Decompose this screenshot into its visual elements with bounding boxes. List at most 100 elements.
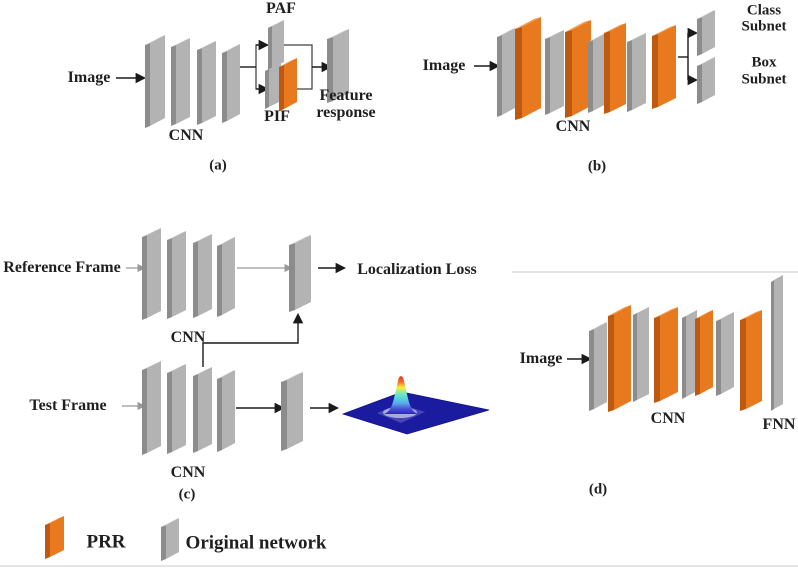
panel-a-prr-layer-6-face xyxy=(284,58,297,109)
panel-b-network-layer-2-top xyxy=(545,30,564,39)
panel-a-network-layer-2 xyxy=(197,41,216,125)
panel-b-network-layer-4-top xyxy=(588,33,606,42)
panel-a-network-layer-4-face xyxy=(272,20,284,68)
panel-b-network-layer-0-top xyxy=(497,28,515,37)
panel-a-network-layer-5-face xyxy=(269,63,281,107)
panel-a-network-layer-4-side xyxy=(268,26,272,70)
panel-a-network-layer-4 xyxy=(268,20,284,70)
panel-b-prr-layer-5-top xyxy=(604,23,626,33)
panel-c-network-layer-1-top xyxy=(167,231,186,240)
panel-a-network-layer-7-top xyxy=(327,29,349,39)
panel-d-network-layer-2-face xyxy=(637,307,649,400)
panel-c-network-layer-4 xyxy=(289,235,311,312)
panel-d-network-layer-8 xyxy=(771,275,783,411)
panel-b-prr-layer-3 xyxy=(565,20,591,118)
panel-c-network-layer-7-face xyxy=(198,367,212,451)
legend-swatch-prr xyxy=(45,516,64,559)
panel-a-network-layer-7 xyxy=(327,29,349,103)
panel-b-prr-layer-3-side xyxy=(565,30,572,118)
panel-d-prr-layer-3-side xyxy=(654,316,660,403)
panel-a-prr-layer-6 xyxy=(279,58,297,111)
panel-c-network-layer-9 xyxy=(281,372,303,451)
panel-b-network-layer-6-side xyxy=(627,40,632,112)
panel-c-network-layer-2-top xyxy=(193,234,212,243)
panel-a-prr-layer-6-top xyxy=(279,58,297,67)
panel-d-network-layer-4-top xyxy=(682,310,697,318)
panel-b-network-layer-9-side xyxy=(697,64,702,104)
panel-c-network-layer-4-face xyxy=(295,235,311,310)
panel-c-network-layer-8-face xyxy=(222,370,235,450)
panel-d-network-layer-8-face xyxy=(774,275,783,409)
panel-c-network-layer-6-side xyxy=(167,371,172,454)
panel-a-network-layer-3 xyxy=(222,44,240,123)
panel-d-prr-layer-5 xyxy=(695,310,713,396)
panel-d-network-layer-6 xyxy=(716,312,734,396)
panel-d-prr-layer-1-side xyxy=(608,314,614,412)
panel-c-network-layer-2-face xyxy=(198,234,212,316)
panel-d-prr-layer-7-top xyxy=(740,310,762,320)
panel-c-network-layer-1 xyxy=(167,231,186,319)
legend-swatch-prr-face xyxy=(50,516,64,557)
panel-b-network-layer-2-side xyxy=(545,37,550,115)
panel-c-network-layer-0 xyxy=(142,228,161,320)
panel-c-network-layer-4-side xyxy=(289,243,295,312)
panel-b-network-layer-6 xyxy=(627,33,646,112)
panel-b-prr-layer-3-top xyxy=(565,20,591,32)
panel-d-network-layer-6-top xyxy=(716,312,734,321)
legend-swatch-original-network-top xyxy=(161,518,179,527)
panel-a-network-layer-1-top xyxy=(171,38,190,47)
panel-d-network-layer-4-side xyxy=(682,316,686,399)
panel-b-network-layer-8 xyxy=(697,10,715,56)
panel-c-network-layer-9-face xyxy=(287,372,303,449)
panel-c-network-layer-2-side xyxy=(193,241,198,318)
panel-c-network-layer-3-side xyxy=(217,244,222,317)
panel-a-network-layer-3-face xyxy=(227,44,240,121)
panel-d-network-layer-2-side xyxy=(633,313,637,402)
panel-c-network-layer-6 xyxy=(167,364,186,454)
panel-a-prr-layer-6-side xyxy=(279,65,284,111)
panel-d-prr-layer-7-side xyxy=(740,318,746,411)
panel-a-network-layer-2-face xyxy=(202,41,216,123)
diagram-shapes xyxy=(0,10,798,567)
panel-b-prr-layer-7-side xyxy=(652,34,658,109)
panel-c-network-layer-8-top xyxy=(217,370,235,379)
panel-c-network-layer-3-face xyxy=(222,237,235,315)
panel-c-network-layer-9-top xyxy=(281,372,303,382)
panel-c-network-layer-7 xyxy=(193,367,212,453)
panel-b-network-layer-0 xyxy=(497,28,515,117)
panel-a-network-layer-0 xyxy=(145,35,165,128)
panel-b-network-layer-8-side xyxy=(697,17,702,56)
panel-c-network-layer-6-top xyxy=(167,364,186,373)
panel-b-network-layer-6-top xyxy=(627,33,646,42)
panel-a-network-layer-7-face xyxy=(333,29,349,101)
panel-d-network-layer-0-side xyxy=(589,329,594,411)
panel-c-network-layer-3-top xyxy=(217,237,235,246)
panel-b-prr-layer-1 xyxy=(515,17,541,120)
panel-c-network-layer-1-side xyxy=(167,238,172,319)
panel-b-network-layer-2 xyxy=(545,30,564,115)
legend-swatch-original-network-face xyxy=(166,518,179,559)
response-map-surface-plot xyxy=(341,376,490,435)
panel-c-network-layer-5 xyxy=(142,361,161,455)
panel-d-prr-layer-5-top xyxy=(695,310,713,319)
panel-d-prr-layer-7 xyxy=(740,310,762,411)
panel-b-network-layer-0-face xyxy=(502,28,515,115)
panel-a-network-layer-2-side xyxy=(197,48,202,125)
panel-c-network-layer-2 xyxy=(193,234,212,318)
panel-a-network-layer-7-side xyxy=(327,37,333,103)
panel-b-network-layer-0-side xyxy=(497,35,502,117)
panel-b-prr-layer-7 xyxy=(652,25,676,109)
panel-b-network-layer-9-face xyxy=(702,57,715,102)
panel-c-network-layer-9-side xyxy=(281,380,287,451)
panel-d-prr-layer-1 xyxy=(608,305,631,412)
panel-c-network-layer-7-side xyxy=(193,374,198,453)
panel-d-network-layer-6-side xyxy=(716,319,721,396)
panel-d-prr-layer-7-face xyxy=(746,310,762,409)
panel-b-network-layer-4-face xyxy=(593,33,606,111)
panel-d-network-layer-6-face xyxy=(721,312,734,394)
panel-c-network-layer-5-top xyxy=(142,361,161,370)
panel-c-network-layer-7-top xyxy=(193,367,212,376)
surface-gaussian-peak xyxy=(384,376,418,414)
panel-a-network-layer-0-face xyxy=(150,35,165,126)
panel-c-network-layer-5-side xyxy=(142,368,147,455)
